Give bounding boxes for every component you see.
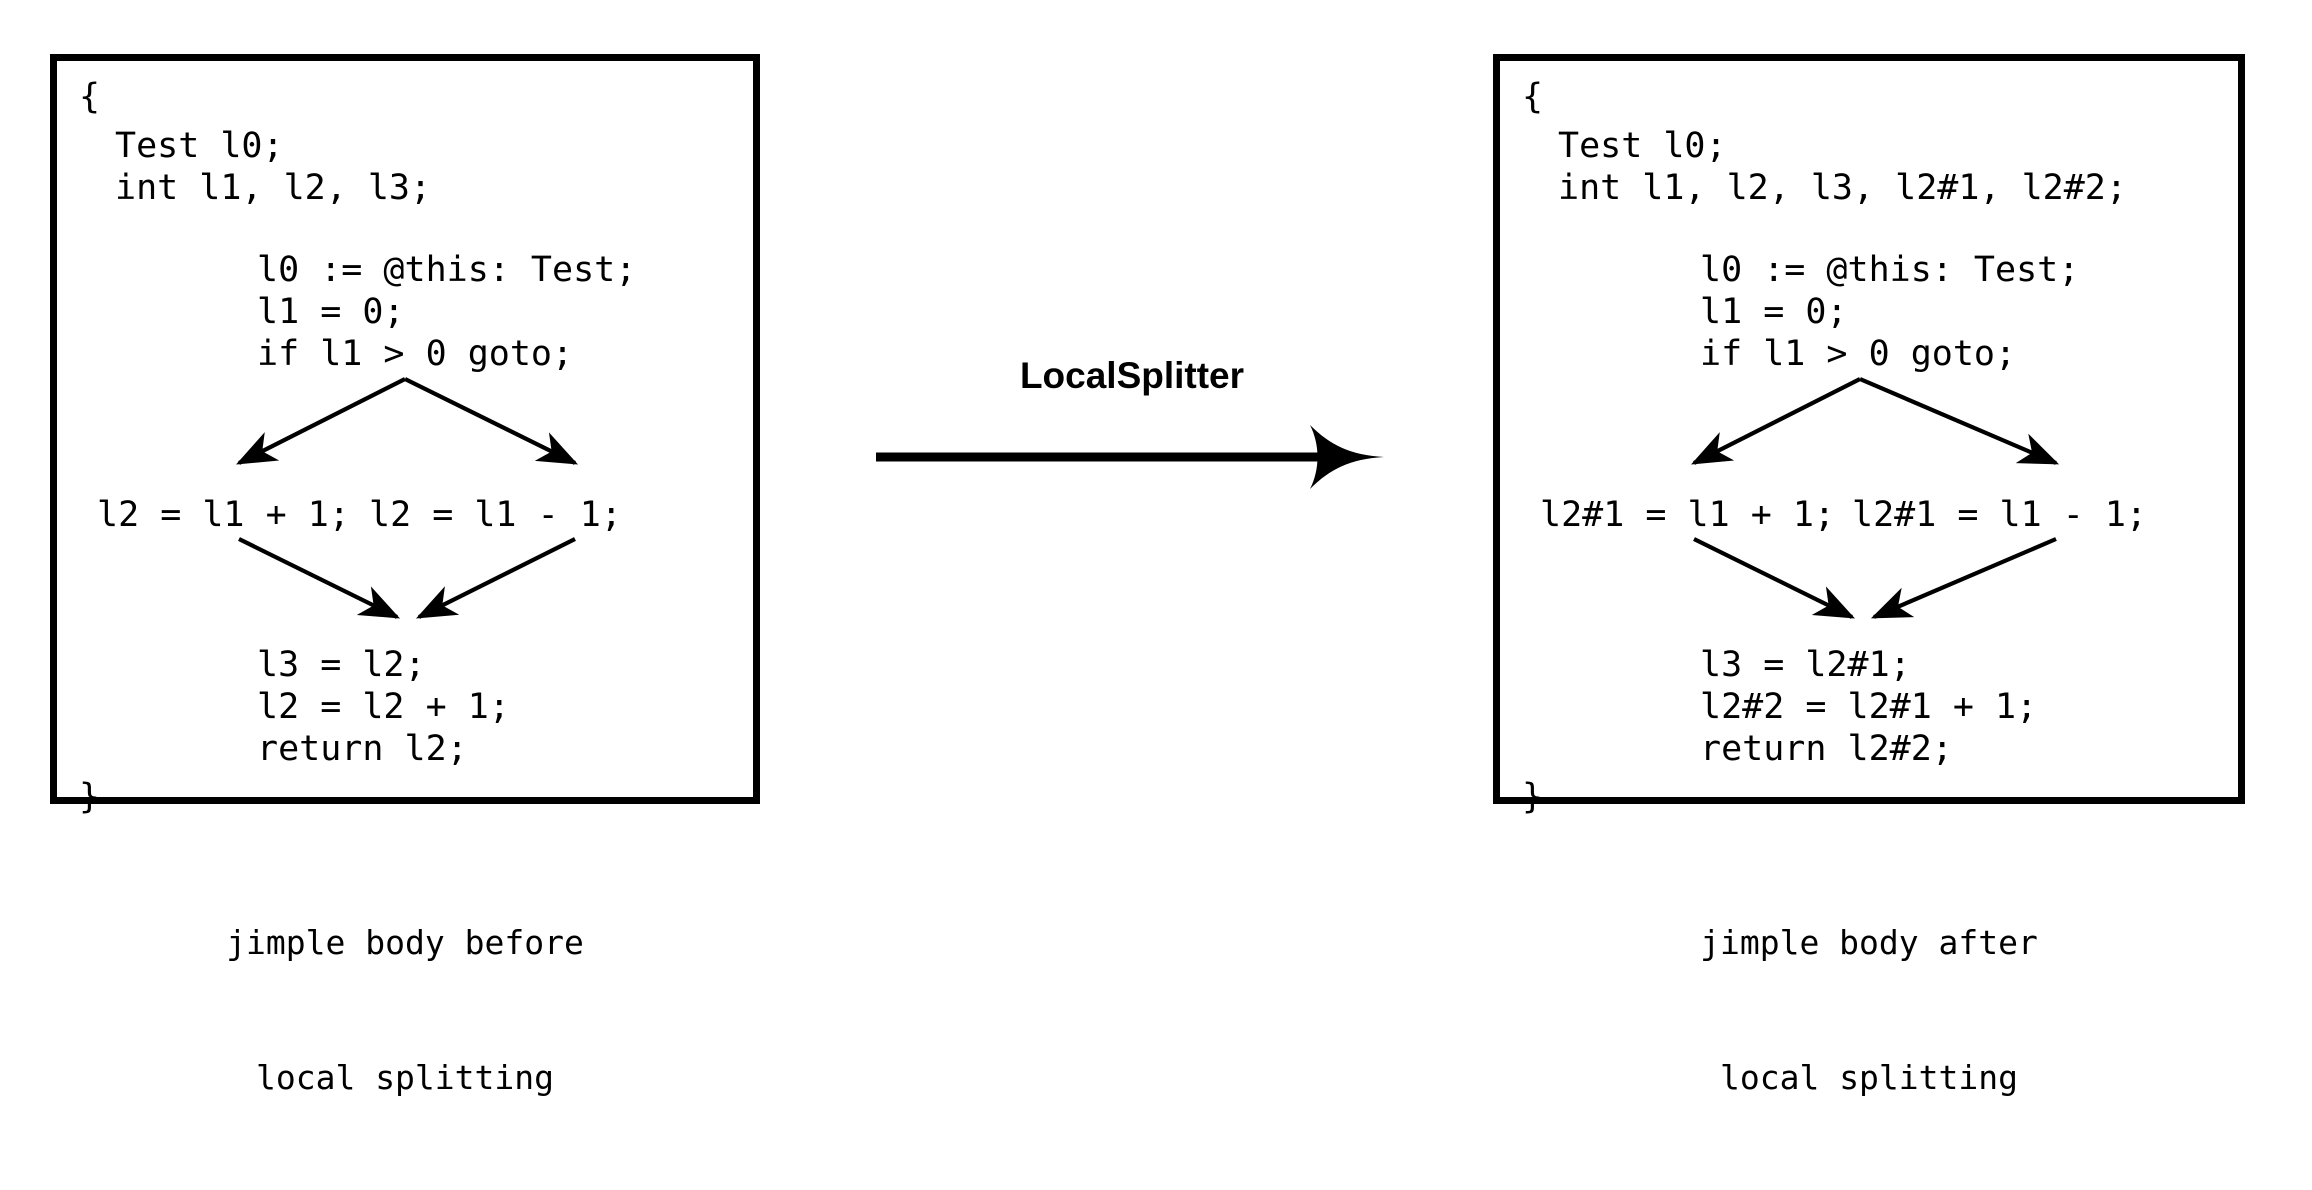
code-line-statement-3: if l1 > 0 goto; — [1700, 334, 2017, 374]
jimple-body-before-panel: { Test l0; int l1, l2, l3; l0 := @this: … — [50, 54, 760, 817]
transform-arrow-group: LocalSplitter — [872, 355, 1392, 505]
caption-before-line-2: local splitting — [255, 1058, 554, 1097]
code-line-join-3: return l2; — [257, 729, 468, 769]
code-line-brace-close: } — [79, 777, 101, 817]
code-line-declaration-1: Test l0; — [115, 126, 284, 166]
code-line-brace-open: { — [79, 77, 101, 117]
jimple-body-after-panel: { Test l0; int l1, l2, l3, l2#1, l2#2; l… — [1493, 54, 2245, 817]
arrow-join-right — [415, 537, 576, 619]
code-line-join-1: l3 = l2#1; — [1700, 645, 1911, 685]
code-line-branch-left: l2#1 = l1 + 1; — [1540, 495, 1836, 535]
code-line-declaration-1: Test l0; — [1558, 126, 1727, 166]
arrow-join-right — [1870, 537, 2057, 619]
code-line-join-2: l2 = l2 + 1; — [257, 687, 510, 727]
code-block-after: { Test l0; int l1, l2, l3, l2#1, l2#2; l… — [1500, 61, 2238, 817]
arrow-join-left — [1693, 537, 1856, 619]
code-line-brace-open: { — [1522, 77, 1544, 117]
code-line-statement-1: l0 := @this: Test; — [1700, 250, 2080, 290]
code-line-join-1: l3 = l2; — [257, 645, 426, 685]
code-line-join-2: l2#2 = l2#1 + 1; — [1700, 687, 2038, 727]
code-line-join-3: return l2#2; — [1700, 729, 1953, 769]
transform-label: LocalSplitter — [1019, 355, 1245, 396]
code-line-brace-close: } — [1522, 777, 1544, 817]
arrow-split-left — [1691, 377, 1861, 465]
caption-before: jimple body before local splitting — [50, 830, 760, 1190]
arrow-split-right — [1859, 377, 2060, 465]
arrow-split-right — [404, 377, 579, 465]
code-line-statement-2: l1 = 0; — [257, 292, 405, 332]
caption-after: jimple body after local splitting — [1493, 830, 2245, 1190]
code-line-statement-2: l1 = 0; — [1700, 292, 1848, 332]
right-arrow-icon — [876, 425, 1384, 489]
code-line-branch-left: l2 = l1 + 1; — [97, 495, 350, 535]
code-line-statement-1: l0 := @this: Test; — [257, 250, 637, 290]
arrow-split-left — [236, 377, 406, 465]
code-block-before: { Test l0; int l1, l2, l3; l0 := @this: … — [57, 61, 753, 817]
caption-before-line-1: jimple body before — [226, 923, 584, 962]
caption-after-line-1: jimple body after — [1700, 923, 2038, 962]
figure-canvas: { Test l0; int l1, l2, l3; l0 := @this: … — [50, 54, 2245, 1097]
code-line-statement-3: if l1 > 0 goto; — [257, 334, 574, 374]
arrow-join-left — [238, 537, 401, 619]
code-line-branch-right: l2 = l1 - 1; — [369, 495, 622, 535]
code-line-branch-right: l2#1 = l1 - 1; — [1852, 495, 2148, 535]
caption-after-line-2: local splitting — [1719, 1058, 2018, 1097]
code-line-declaration-2: int l1, l2, l3; — [115, 168, 432, 208]
code-line-declaration-2: int l1, l2, l3, l2#1, l2#2; — [1558, 168, 2127, 208]
